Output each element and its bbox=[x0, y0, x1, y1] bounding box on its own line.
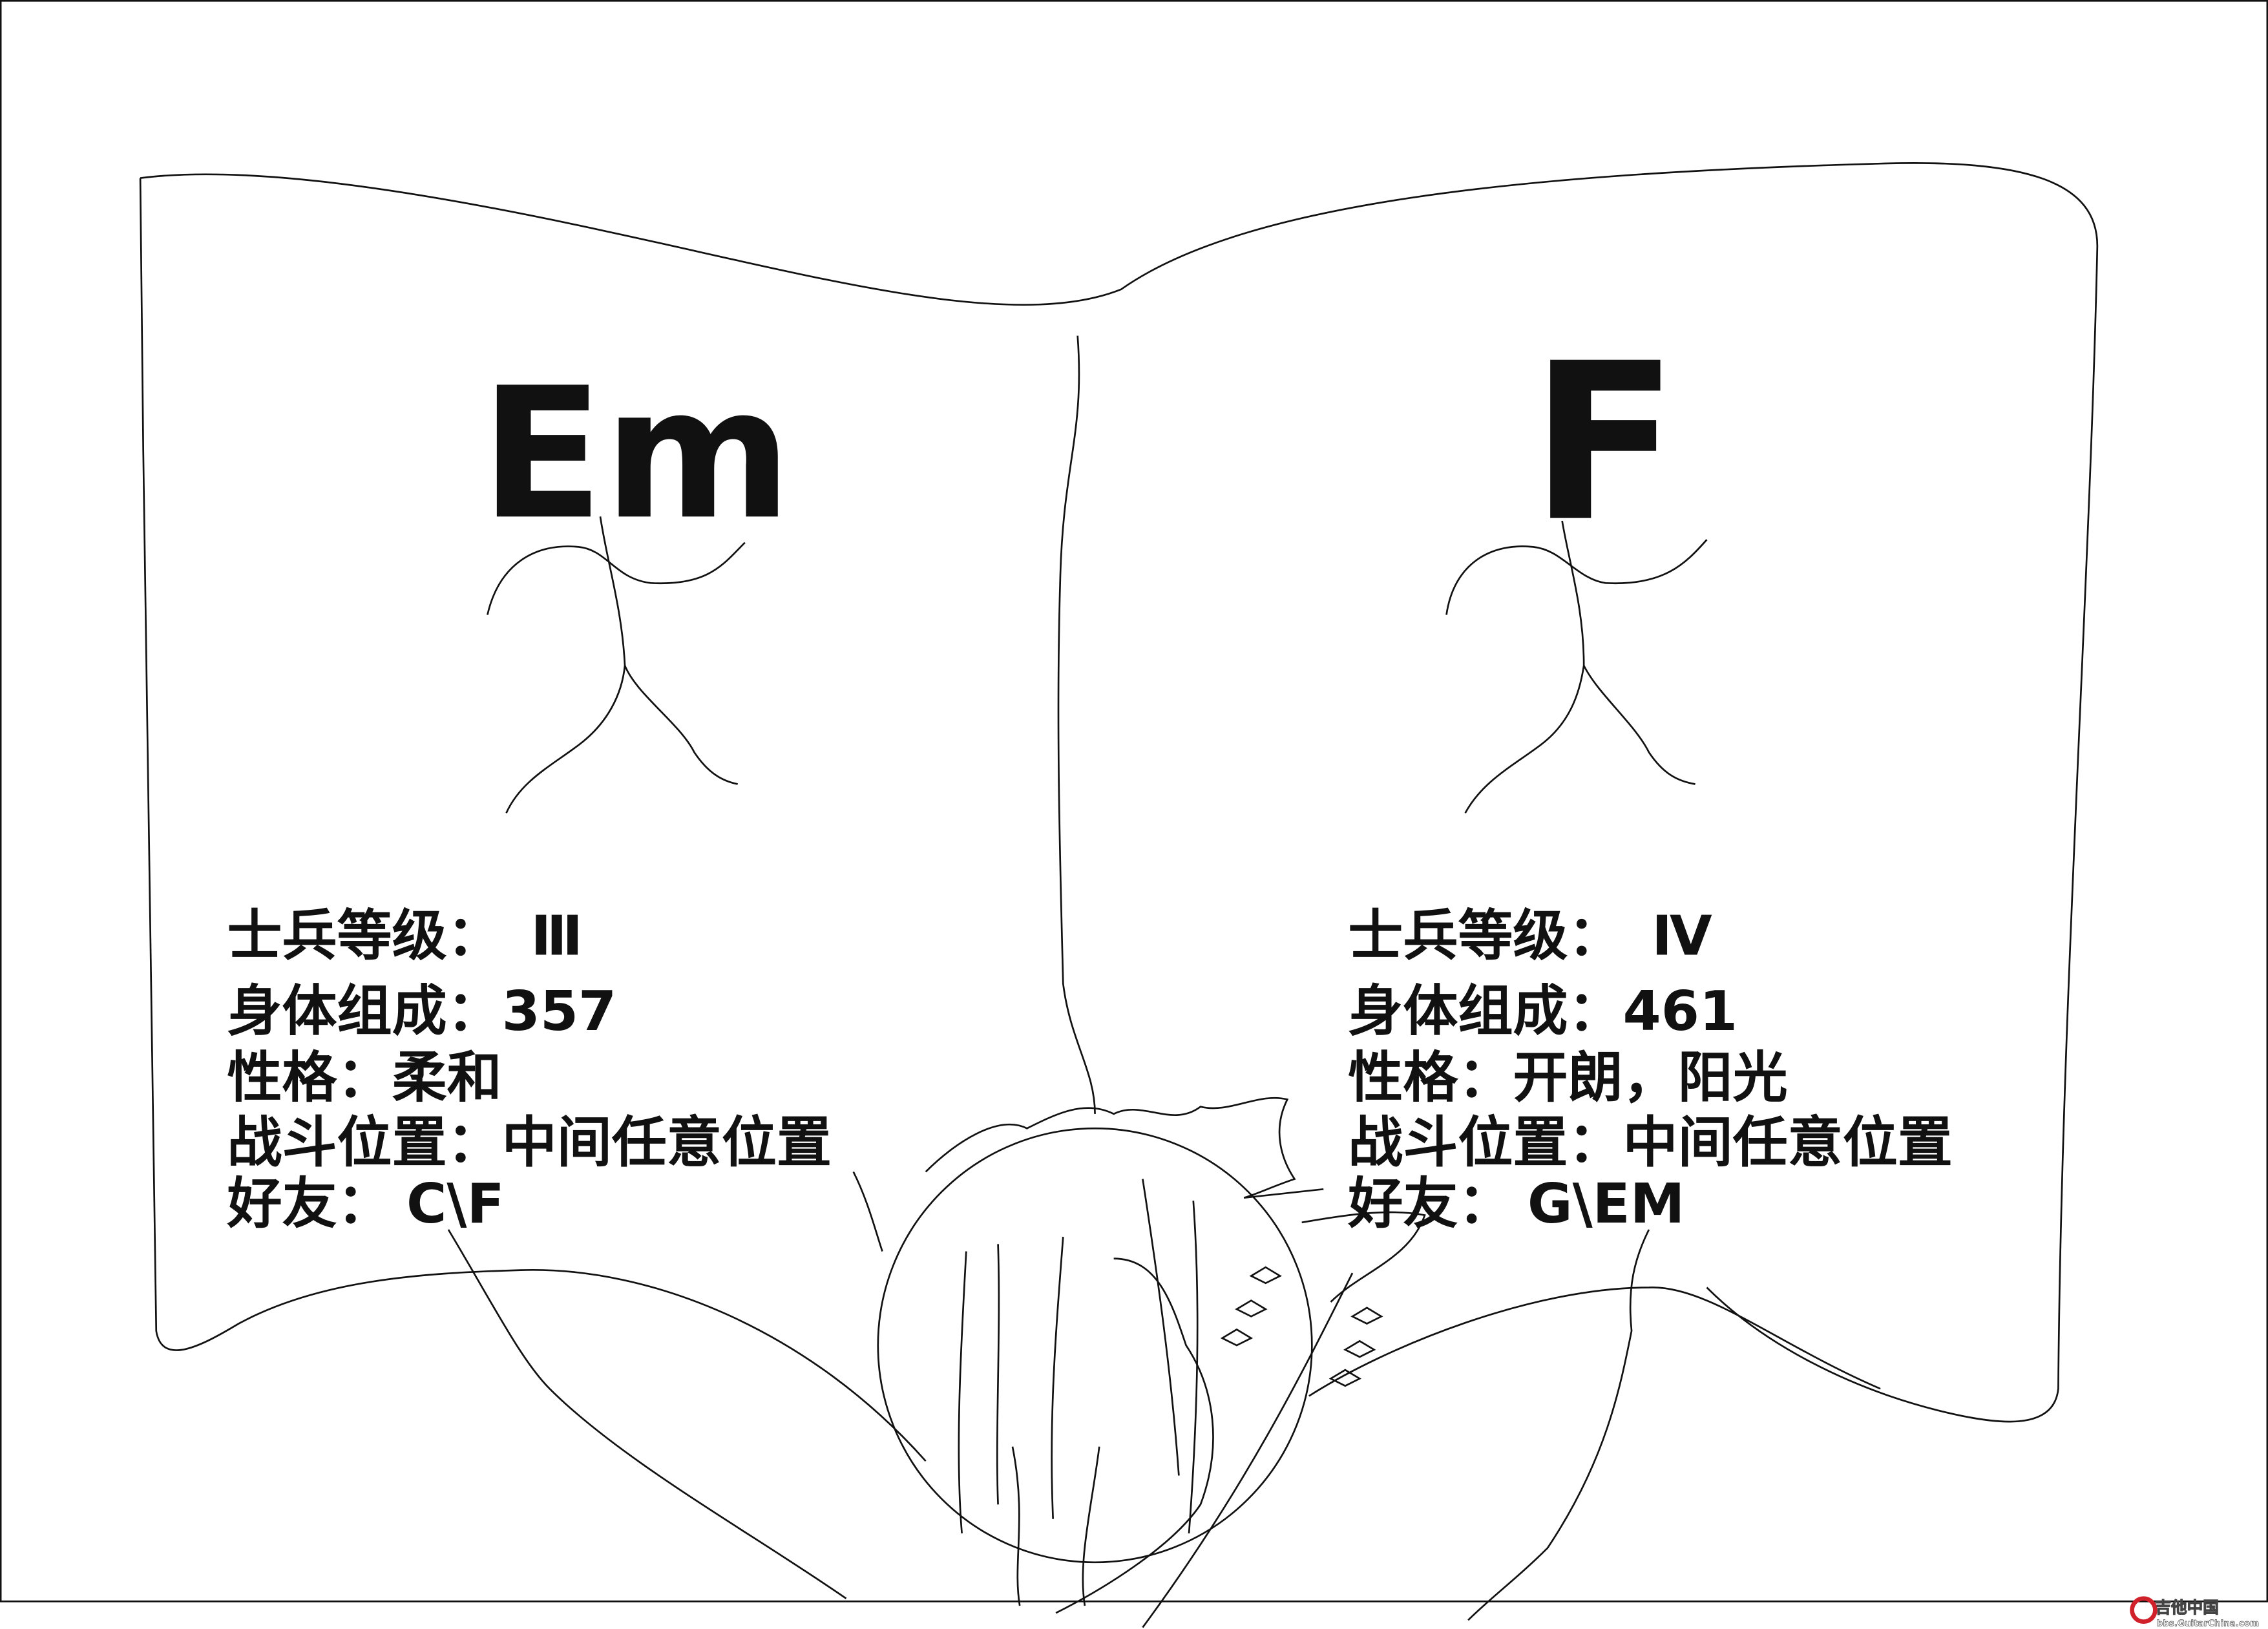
svg-text:士兵等级：Ⅲ: 士兵等级：Ⅲ bbox=[227, 905, 582, 969]
chord-f: F bbox=[1530, 317, 1678, 570]
book-bottom-right bbox=[1308, 1287, 1881, 1397]
left-info: 士兵等级：Ⅲ 身体组成：357 性格：柔和 战斗位置：中间任意位置 好友：C\F bbox=[226, 905, 832, 1236]
svg-text:身体组成：461: 身体组成：461 bbox=[1348, 980, 1738, 1044]
book-outline bbox=[139, 162, 2099, 1462]
svg-text:好友：G\EM: 好友：G\EM bbox=[1347, 1172, 1685, 1236]
watermark-logo: 吉他中国 bbs.GuitarChina.com bbox=[2130, 1596, 2259, 1629]
svg-text:战斗位置：中间任意位置: 战斗位置：中间任意位置 bbox=[1348, 1111, 1953, 1175]
stick-figure-right bbox=[1445, 520, 1708, 814]
svg-text:性格：开朗，阳光: 性格：开朗，阳光 bbox=[1348, 1046, 1787, 1110]
chord-em: Em bbox=[480, 348, 792, 559]
central-character bbox=[447, 1097, 1650, 1628]
svg-text:身体组成：357: 身体组成：357 bbox=[227, 980, 616, 1044]
svg-text:战斗位置：中间任意位置: 战斗位置：中间任意位置 bbox=[227, 1111, 832, 1175]
book-spine bbox=[1057, 335, 1096, 1114]
svg-text:bbs.GuitarChina.com: bbs.GuitarChina.com bbox=[2157, 1619, 2259, 1628]
svg-text:性格：柔和: 性格：柔和 bbox=[227, 1046, 501, 1110]
svg-text:好友：C\F: 好友：C\F bbox=[226, 1172, 504, 1236]
stick-figure-left bbox=[487, 516, 746, 814]
dragon-logo-icon bbox=[2130, 1596, 2158, 1624]
right-info: 士兵等级：Ⅳ 身体组成：461 性格：开朗，阳光 战斗位置：中间任意位置 好友：… bbox=[1347, 905, 1953, 1236]
svg-text:士兵等级：Ⅳ: 士兵等级：Ⅳ bbox=[1348, 905, 1712, 969]
svg-text:吉他中国: 吉他中国 bbox=[2155, 1598, 2218, 1617]
